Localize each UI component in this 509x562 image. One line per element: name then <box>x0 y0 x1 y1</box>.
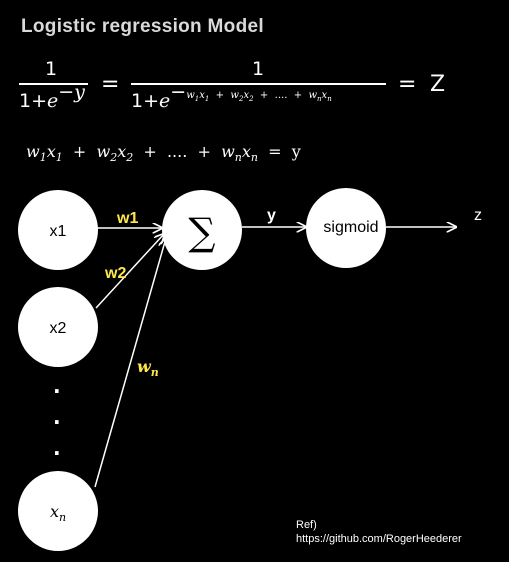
ellipsis-dot-3: · <box>53 441 61 465</box>
rhs-den-e: e <box>159 90 171 112</box>
weight-label-w2: w2 <box>104 265 126 282</box>
rhs-den-prefix: 1+ <box>131 90 160 112</box>
result-z: Z <box>430 72 446 97</box>
lhs-fraction-bar <box>19 83 88 85</box>
node-xn-main: x <box>50 502 59 521</box>
diagram-title: Logistic regression Model <box>21 16 264 37</box>
equals-sign-2: = <box>398 72 417 97</box>
node-x2 <box>18 287 98 367</box>
node-sigmoid <box>306 188 386 268</box>
edge-xn-sum <box>94 238 166 488</box>
edge-x2-sum <box>95 234 164 309</box>
reference-url: https://github.com/RogerHeederer <box>296 533 462 545</box>
ellipsis-dot-2: · <box>53 410 61 434</box>
reference: Ref) https://github.com/RogerHeederer <box>296 518 462 546</box>
rhs-numerator: 1 <box>252 58 265 80</box>
lhs-den-exponent: −y <box>58 81 85 103</box>
weight-label-w1: w1 <box>116 210 138 227</box>
rhs-fraction-bar <box>131 83 386 85</box>
rhs-den-minus: − <box>170 81 187 103</box>
rhs-den-exponent: w1x1 + w2x2 + .... + wnxn <box>186 90 332 103</box>
node-xn-label: xn <box>50 502 66 524</box>
node-xn <box>18 471 98 551</box>
ellipsis-dot-1: · <box>53 379 61 403</box>
lhs-denominator: 1+e−y <box>19 81 85 112</box>
lhs-den-prefix: 1+ <box>19 90 48 112</box>
node-x2-label: x2 <box>50 320 67 337</box>
edge-label-z: z <box>474 207 482 224</box>
lhs-den-e: e <box>47 90 59 112</box>
node-x1-label: x1 <box>50 223 67 240</box>
node-sum <box>162 190 242 270</box>
node-xn-sub: n <box>59 511 66 524</box>
lhs-numerator: 1 <box>45 58 58 80</box>
edge-label-y: y <box>267 207 276 224</box>
weight-label-wn: wn <box>137 357 159 379</box>
rhs-denominator: 1+e−w1x1 + w2x2 + .... + wnxn <box>131 81 332 112</box>
equals-sign-1: = <box>101 72 120 97</box>
reference-label: Ref) <box>296 519 317 531</box>
node-x1 <box>18 190 98 270</box>
linear-equation: w1x1 + w2x2 + .... + wnxn = y <box>26 142 301 164</box>
node-sigmoid-label: sigmoid <box>323 219 378 236</box>
weight-label-wn-sub: n <box>151 366 159 379</box>
sum-symbol: ∑ <box>188 210 215 254</box>
weight-label-wn-main: w <box>137 357 152 376</box>
